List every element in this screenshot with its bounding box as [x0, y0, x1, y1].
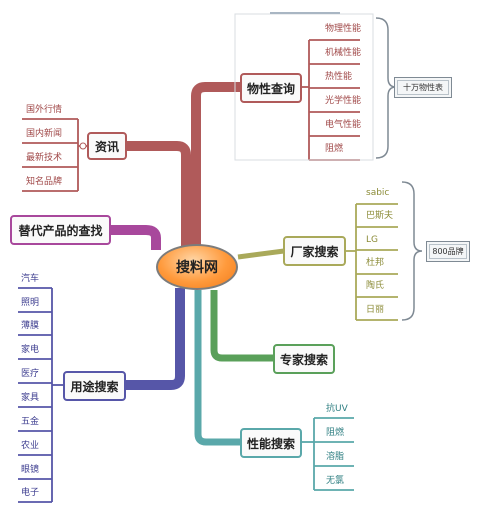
topic-expert-search[interactable]: 专家搜索 — [273, 344, 335, 374]
leaf-vendor[interactable]: 巴斯夫 — [366, 211, 394, 221]
leaf-usage[interactable]: 薄膜 — [21, 321, 40, 331]
leaf-news[interactable]: 最新技术 — [26, 153, 63, 163]
leaf-vendor[interactable]: 日丽 — [366, 305, 385, 315]
leaf-performance[interactable]: 无氯 — [326, 476, 345, 486]
central-topic[interactable]: 搜料网 — [156, 244, 238, 290]
leaf-physical[interactable]: 机械性能 — [325, 48, 362, 58]
leaf-news[interactable]: 国内新闻 — [26, 129, 63, 139]
topic-substitute-search[interactable]: 替代产品的查找 — [10, 215, 111, 245]
leaf-vendor[interactable]: 杜邦 — [366, 258, 385, 268]
leaf-usage[interactable]: 眼镜 — [21, 465, 40, 475]
leaf-performance[interactable]: 溶脂 — [326, 452, 345, 462]
leaf-news[interactable]: 国外行情 — [26, 105, 63, 115]
leaf-usage[interactable]: 家具 — [21, 393, 40, 403]
topic-performance-search[interactable]: 性能搜索 — [240, 428, 302, 458]
summary-physical: 十万物性表 — [394, 77, 452, 98]
topic-physical-query[interactable]: 物性查询 — [240, 73, 302, 103]
leaf-performance[interactable]: 抗UV — [326, 404, 348, 414]
leaf-vendor[interactable]: LG — [366, 235, 378, 245]
leaf-physical[interactable]: 物理性能 — [325, 24, 362, 34]
leaf-physical[interactable]: 热性能 — [325, 72, 353, 82]
leaf-usage[interactable]: 照明 — [21, 298, 40, 308]
leaf-usage[interactable]: 家电 — [21, 345, 40, 355]
leaf-news[interactable]: 知名品牌 — [26, 177, 63, 187]
topic-news[interactable]: 资讯 — [87, 132, 127, 160]
leaf-physical[interactable]: 电气性能 — [325, 120, 362, 130]
leaf-usage[interactable]: 医疗 — [21, 369, 40, 379]
leaf-physical[interactable]: 光学性能 — [325, 96, 362, 106]
topic-usage-search[interactable]: 用途搜索 — [63, 371, 126, 401]
summary-vendors: 800品牌 — [426, 241, 470, 262]
leaf-performance[interactable]: 阻燃 — [326, 428, 345, 438]
leaf-physical[interactable]: 阻燃 — [325, 144, 344, 154]
leaf-usage[interactable]: 电子 — [21, 488, 40, 498]
leaf-vendor[interactable]: 陶氏 — [366, 281, 385, 291]
leaf-usage[interactable]: 汽车 — [21, 274, 40, 284]
leaf-usage[interactable]: 五金 — [21, 417, 40, 427]
topic-vendor-search[interactable]: 厂家搜索 — [283, 236, 346, 266]
leaf-usage[interactable]: 农业 — [21, 441, 40, 451]
leaf-vendor[interactable]: sabic — [366, 188, 390, 198]
